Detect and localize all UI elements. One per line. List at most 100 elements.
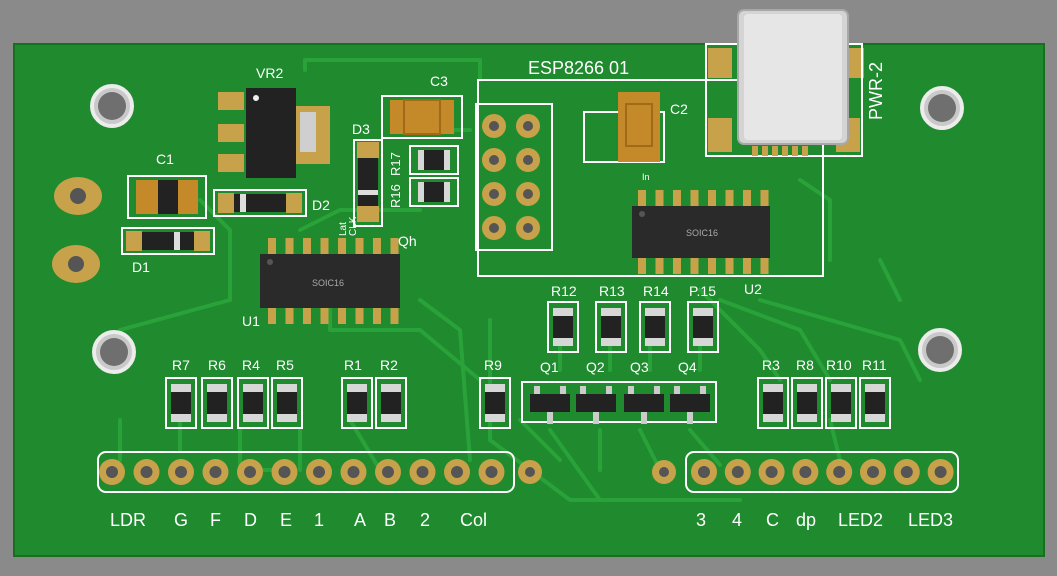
resistor-outline [479, 377, 511, 429]
ic-u1: SOIC16 U1 Lat CLK Qh [242, 216, 417, 329]
ic-pin [673, 258, 681, 274]
label-c2: C2 [670, 101, 688, 117]
pin-label-d: D [244, 510, 257, 530]
label-r17: R17 [388, 152, 403, 176]
ic-pin [373, 308, 381, 324]
resistor-outline [201, 377, 233, 429]
header-labels-left: LDR G F D E 1 A B 2 Col [110, 510, 487, 530]
ic-pin [725, 258, 734, 274]
label-q4: Q4 [678, 359, 697, 375]
label-r2: R2 [380, 357, 398, 373]
ic-pin [690, 258, 699, 274]
label-r5: R5 [276, 357, 294, 373]
capacitor-c3: C3 [381, 73, 463, 139]
resistors-right-row [757, 377, 891, 429]
transistor-body [530, 394, 570, 412]
label-u2-package: SOIC16 [686, 228, 718, 238]
diode-d1: D1 [121, 227, 215, 275]
resistor-outline [791, 377, 823, 429]
pin-label-2: 2 [420, 510, 430, 530]
ic-pin [760, 258, 769, 274]
label-c3: C3 [430, 73, 448, 89]
label-r16: R16 [388, 184, 403, 208]
label-pwr2: PWR-2 [866, 62, 886, 120]
pin-label-3: 3 [696, 510, 706, 530]
resistor-outline [757, 377, 789, 429]
pin-label-g: G [174, 510, 188, 530]
pin-label-ldr: LDR [110, 510, 146, 530]
ic-pin [638, 190, 646, 206]
label-d1: D1 [132, 259, 150, 275]
label-r11: R11 [862, 357, 887, 373]
resistor-outline [237, 377, 269, 429]
label-c1: C1 [156, 151, 174, 167]
ic-pin [655, 190, 664, 206]
ic-pins [268, 190, 769, 324]
pin-label-col: Col [460, 510, 487, 530]
resistor-r17: R17 [388, 145, 459, 176]
resistor-outline [825, 377, 857, 429]
ic-pin [320, 308, 329, 324]
ic-pin [638, 258, 646, 274]
ic-pin [268, 308, 276, 324]
label-r8: R8 [796, 357, 814, 373]
ic-pin [303, 308, 311, 324]
ic-pin [743, 258, 751, 274]
ic-pin [760, 190, 769, 206]
ic-pin [655, 258, 664, 274]
ic-pin [320, 238, 329, 254]
ic-pin [708, 258, 716, 274]
label-u2: U2 [744, 281, 762, 297]
resistor-outline [859, 377, 891, 429]
ic-pin [355, 238, 364, 254]
pin-label-f: F [210, 510, 221, 530]
usb-power-connector: PWR-2 [705, 9, 886, 157]
ic-pin [285, 308, 294, 324]
pin-label-b: B [384, 510, 396, 530]
ic-pin [725, 190, 734, 206]
diode-d2: D2 [213, 189, 330, 217]
pin-label-c: C [766, 510, 779, 530]
transistors-q1-q4: Q1 Q2 Q3 Q4 [521, 359, 717, 424]
resistors-r12-r15: R12 R13 R14 P.15 [547, 283, 719, 353]
label-esp8266: ESP8266 01 [528, 58, 629, 78]
ic-pin [673, 190, 681, 206]
transistor-body [670, 394, 710, 412]
label-r6: R6 [208, 357, 226, 373]
label-vr2: VR2 [256, 65, 283, 81]
label-r15: P.15 [689, 283, 716, 299]
label-lat: Lat [338, 222, 349, 236]
diode-d3: D3 [352, 121, 383, 227]
ic-pin [390, 238, 399, 254]
ic-pin [338, 238, 346, 254]
label-qh: Qh [398, 233, 417, 249]
ic-pin [355, 308, 364, 324]
label-u1: U1 [242, 313, 260, 329]
ic-pin [373, 238, 381, 254]
ic-pin [690, 190, 699, 206]
ic-pin [390, 308, 399, 324]
label-q3: Q3 [630, 359, 649, 375]
ic-pin [708, 190, 716, 206]
label-r13: R13 [599, 283, 625, 299]
pin-label-4: 4 [732, 510, 742, 530]
ic-pin [338, 308, 346, 324]
resistor-r16: R16 [388, 177, 459, 208]
ic-u2: SOIC16 U2 In [632, 172, 770, 297]
ic-pin [303, 238, 311, 254]
label-d2: D2 [312, 197, 330, 213]
resistors-left-row [165, 377, 511, 429]
transistor-body [624, 394, 664, 412]
label-q2: Q2 [586, 359, 605, 375]
pin-label-e: E [280, 510, 292, 530]
esp-header-pins [482, 114, 540, 240]
label-r10: R10 [826, 357, 852, 373]
resistor-outline [375, 377, 407, 429]
label-r14: R14 [643, 283, 669, 299]
power-input-pads [52, 177, 102, 283]
pin-label-a: A [354, 510, 366, 530]
label-d3: D3 [352, 121, 370, 137]
label-r7: R7 [172, 357, 190, 373]
